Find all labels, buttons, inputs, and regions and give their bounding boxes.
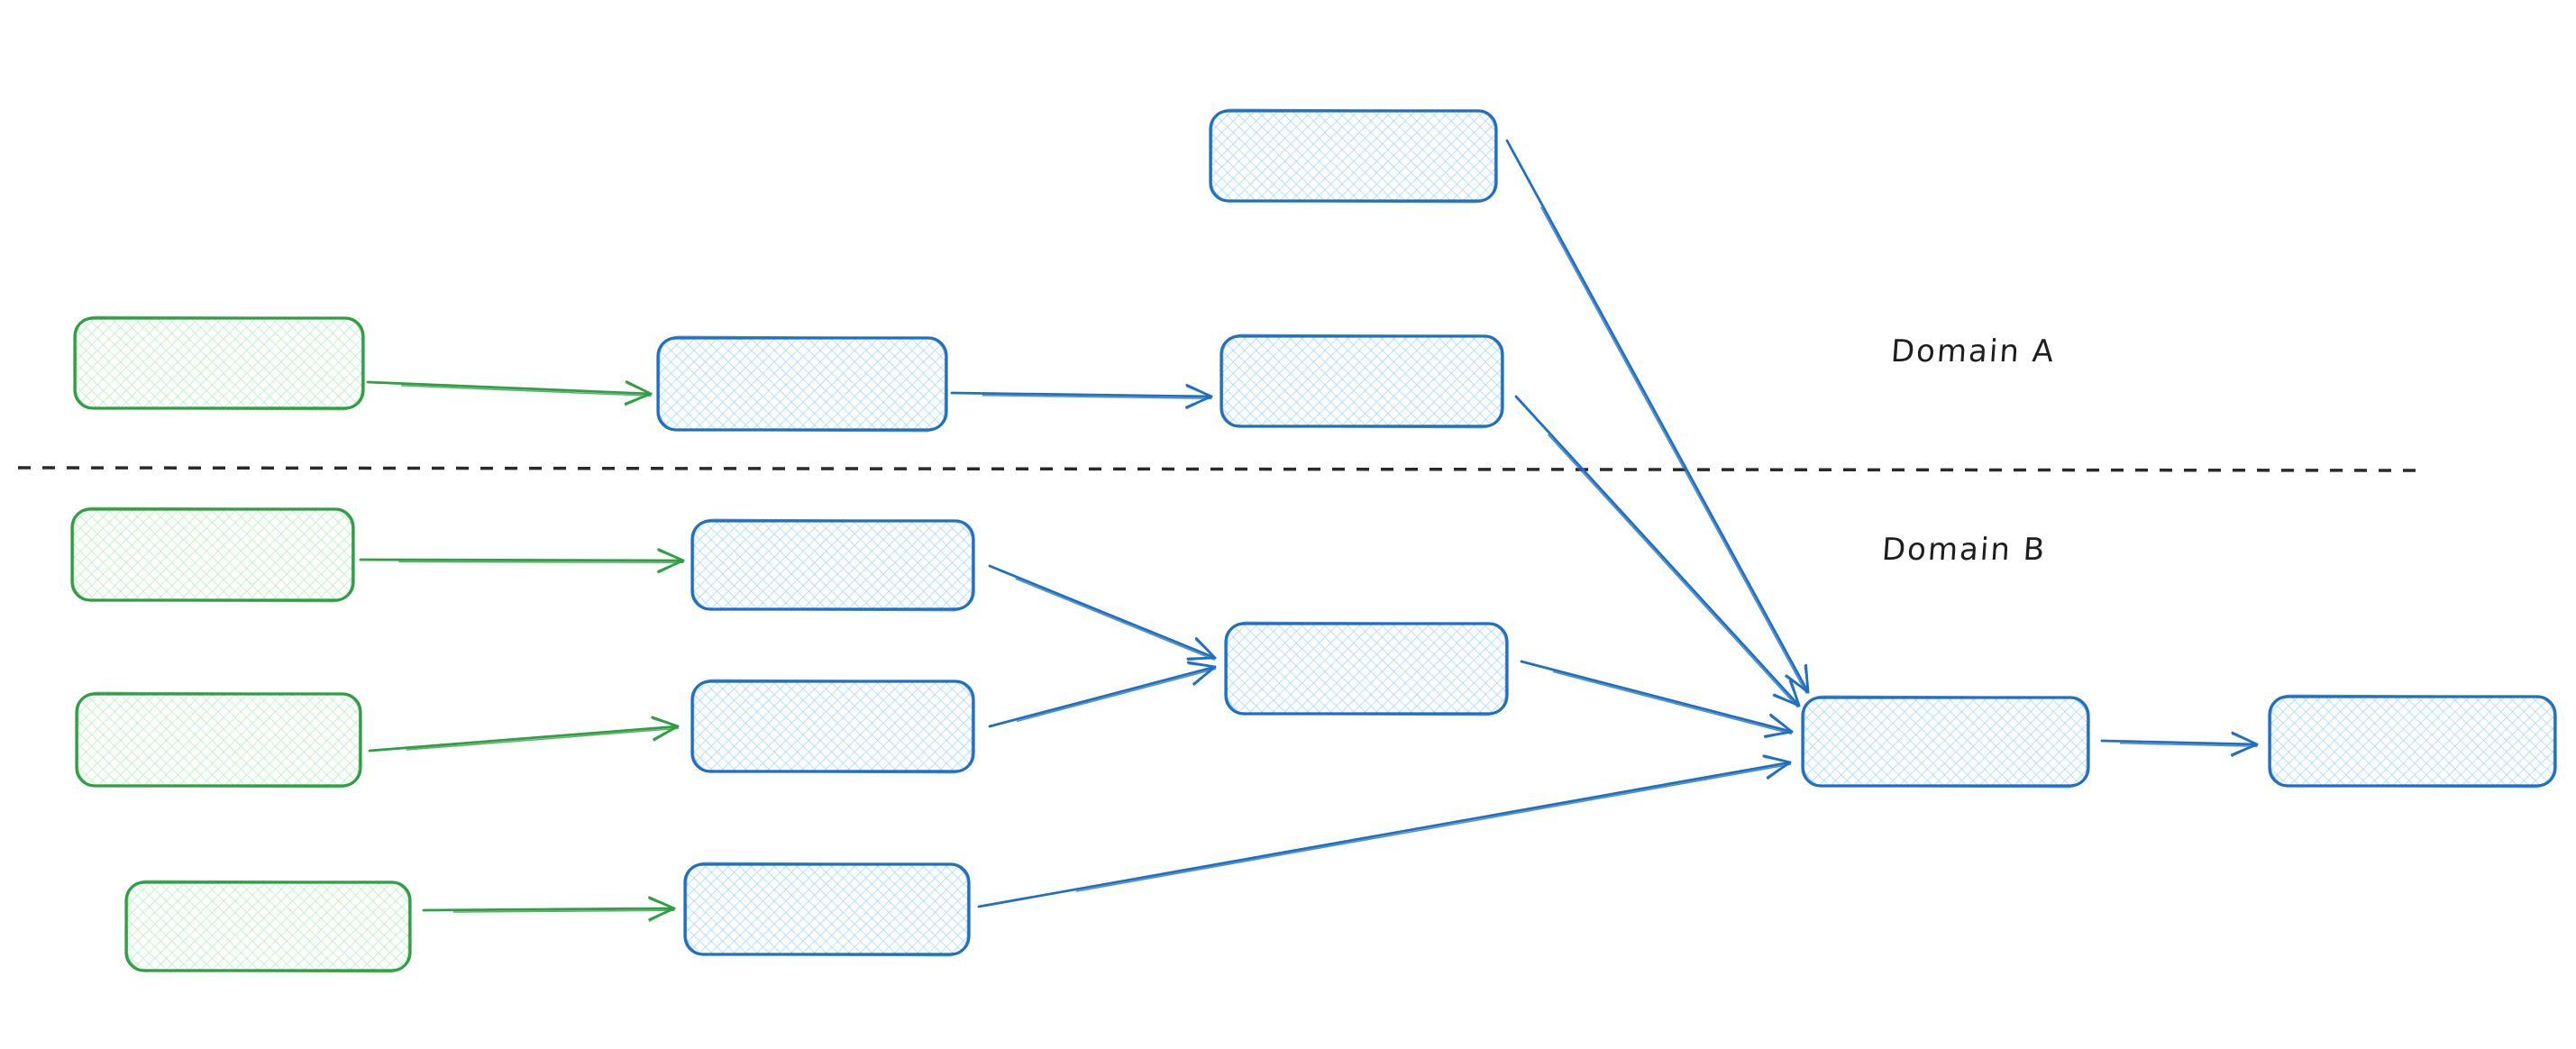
edge-e-b1-merge [988,564,1217,661]
domain-divider-layer [17,466,2416,472]
node-hub [1801,695,2090,789]
node-stage-a2 [1219,333,1504,429]
node-source-a1 [73,315,365,411]
domain-divider-line [17,466,2416,472]
domain-b-label: Domain B [1880,532,2048,568]
node-stage-b1 [690,518,975,612]
edge-e-b2-merge [988,661,1217,728]
node-source-b1 [70,506,355,603]
node-output [2268,694,2557,789]
node-stage-b3 [683,862,971,957]
edge-e-top-hub [1505,139,1810,694]
edge-e-srcb1-stageb1 [359,548,685,574]
edge-e-srca1-stagea1 [366,380,653,406]
domain-a-label: Domain A [1889,333,2057,369]
nodes-layer [70,108,2557,973]
edge-e-a1-a2 [950,383,1213,410]
node-merge-b [1224,621,1509,716]
edge-e-merge-hub [1520,660,1794,739]
edge-e-hub-output [2100,731,2259,757]
node-stage-a1 [656,335,948,433]
node-source-b2 [75,691,362,789]
node-stage-b2 [690,679,975,774]
edges-layer [359,139,2259,922]
node-source-b3 [124,880,412,973]
edge-e-b3-hub [977,754,1792,908]
node-top-input [1209,108,1498,204]
edge-e-srcb2-stageb2 [368,716,680,753]
edge-e-a2-hub [1514,395,1801,708]
edge-e-srcb3-stageb3 [422,896,676,922]
